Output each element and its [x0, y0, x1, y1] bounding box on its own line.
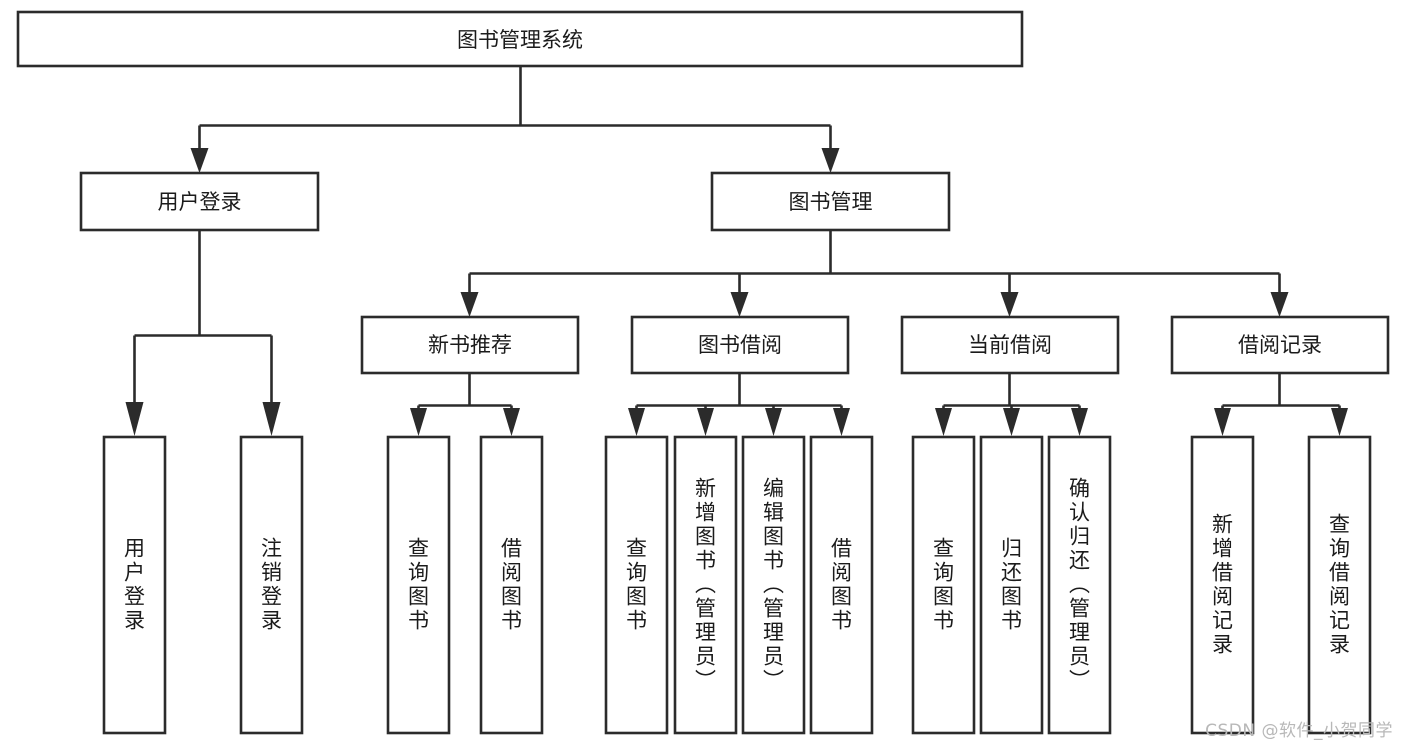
arrow-head-new-book-child-1: [503, 408, 520, 436]
node-new-book-recommend[interactable]: 新书推荐: [360, 315, 580, 375]
node-leaf-new-book-1[interactable]: 借阅图书: [479, 435, 544, 735]
node-borrow-record[interactable]: 借阅记录: [1170, 315, 1390, 375]
node-leaf-current-borrow-2[interactable]: 确认归还︵管理员︶: [1047, 435, 1112, 735]
node-leaf-label: 查询图书: [408, 537, 429, 633]
node-borrow-record-label: 借阅记录: [1238, 333, 1322, 357]
node-leaf-box: [1047, 435, 1112, 735]
arrow-head-current-borrow-child-2: [1071, 408, 1088, 436]
node-leaf-box: [604, 435, 669, 735]
connector-group: [125, 66, 1348, 436]
arrow-head-book-manage: [821, 148, 840, 173]
node-leaf-label: 确认归还︵管理员︶: [1069, 477, 1090, 693]
arrow-head-book-borrow-child-0: [628, 408, 645, 436]
node-leaf-label: 查询借阅记录: [1329, 513, 1350, 657]
node-leaf-book-borrow-0[interactable]: 查询图书: [604, 435, 669, 735]
node-root[interactable]: 图书管理系统: [16, 10, 1024, 68]
node-book-manage-box: [710, 171, 951, 232]
node-leaf-user-login-1[interactable]: 注销登录: [239, 435, 304, 735]
node-leaf-box: [1190, 435, 1255, 735]
arrow-head-current-borrow: [1000, 292, 1019, 317]
node-leaf-book-borrow-1[interactable]: 新增图书︵管理员︶: [673, 435, 738, 735]
node-leaf-book-borrow-2[interactable]: 编辑图书︵管理员︶: [741, 435, 806, 735]
node-leaf-current-borrow-1[interactable]: 归还图书: [979, 435, 1044, 735]
arrow-head-book-borrow-child-1: [697, 408, 714, 436]
node-borrow-record-box: [1170, 315, 1390, 375]
node-leaf-label: 借阅图书: [501, 537, 522, 633]
arrow-head-current-borrow-child-0: [935, 408, 952, 436]
node-leaf-box: [673, 435, 738, 735]
arrow-head-new-book: [460, 292, 479, 317]
node-leaf-box: [386, 435, 451, 735]
node-leaf-borrow-record-0[interactable]: 新增借阅记录: [1190, 435, 1255, 735]
node-leaf-box: [741, 435, 806, 735]
arrow-head-user-login-child-0: [125, 402, 144, 436]
node-current-borrow-box: [900, 315, 1120, 375]
node-leaf-new-book-0[interactable]: 查询图书: [386, 435, 451, 735]
node-book-borrow-box: [630, 315, 850, 375]
node-leaf-label: 新增图书︵管理员︶: [695, 477, 716, 693]
node-book-borrow[interactable]: 图书借阅: [630, 315, 850, 375]
arrow-head-borrow-record-child-1: [1331, 408, 1348, 436]
node-leaf-label: 查询图书: [933, 537, 954, 633]
arrow-head-book-borrow: [730, 292, 749, 317]
node-leaf-label: 注销登录: [261, 537, 282, 633]
node-leaf-label: 编辑图书︵管理员︶: [763, 477, 784, 693]
node-leaf-box: [239, 435, 304, 735]
node-leaf-box: [979, 435, 1044, 735]
node-current-borrow[interactable]: 当前借阅: [900, 315, 1120, 375]
node-new-book-recommend-box: [360, 315, 580, 375]
node-user-login-label: 用户登录: [158, 190, 242, 214]
node-book-borrow-label: 图书借阅: [698, 333, 782, 357]
node-leaf-borrow-record-1[interactable]: 查询借阅记录: [1307, 435, 1372, 735]
node-leaf-box: [809, 435, 874, 735]
node-leaf-user-login-0[interactable]: 用户登录: [102, 435, 167, 735]
node-leaf-label: 归还图书: [1001, 537, 1022, 633]
arrow-head-book-borrow-child-3: [833, 408, 850, 436]
node-leaf-label: 借阅图书: [831, 537, 852, 633]
node-current-borrow-label: 当前借阅: [968, 333, 1052, 357]
node-leaf-label: 查询图书: [626, 537, 647, 633]
node-book-manage-label: 图书管理: [789, 190, 873, 214]
node-leaf-box: [911, 435, 976, 735]
node-user-login[interactable]: 用户登录: [79, 171, 320, 232]
node-leaf-current-borrow-0[interactable]: 查询图书: [911, 435, 976, 735]
node-leaf-label: 用户登录: [124, 537, 145, 633]
node-book-manage[interactable]: 图书管理: [710, 171, 951, 232]
node-root-box: [16, 10, 1024, 68]
arrow-head-current-borrow-child-1: [1003, 408, 1020, 436]
arrow-head-borrow-record: [1270, 292, 1289, 317]
arrow-head-user-login-child-1: [262, 402, 281, 436]
node-root-label: 图书管理系统: [457, 28, 583, 52]
arrow-head-new-book-child-0: [410, 408, 427, 436]
node-leaf-box: [1307, 435, 1372, 735]
arrow-head-book-borrow-child-2: [765, 408, 782, 436]
node-leaf-label: 新增借阅记录: [1212, 513, 1233, 657]
node-new-book-recommend-label: 新书推荐: [428, 333, 512, 357]
arrow-head-borrow-record-child-0: [1214, 408, 1231, 436]
node-leaf-book-borrow-3[interactable]: 借阅图书: [809, 435, 874, 735]
node-user-login-box: [79, 171, 320, 232]
arrow-head-user-login: [190, 148, 209, 173]
node-leaf-box: [102, 435, 167, 735]
node-leaf-box: [479, 435, 544, 735]
